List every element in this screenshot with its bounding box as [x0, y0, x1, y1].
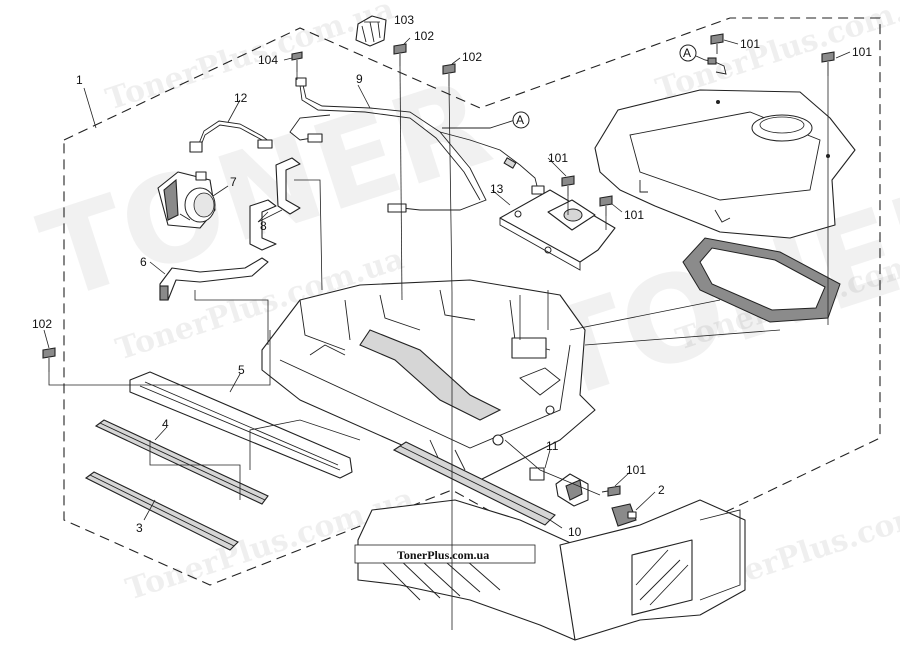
callout-8: 8 [260, 219, 267, 233]
callout-9: 9 [356, 72, 363, 86]
callout-leaders [43, 21, 851, 529]
callout-12: 12 [234, 91, 248, 105]
screw-101-switch [601, 485, 621, 497]
screw-101-board-a [561, 175, 575, 196]
motor-cable [189, 120, 273, 153]
connector-mark-a-harness: A [512, 111, 530, 129]
callout-104: 104 [258, 53, 278, 67]
callout-101: 101 [740, 37, 760, 51]
wire-harness [289, 77, 545, 213]
callout-102: 102 [32, 317, 52, 331]
callout-4: 4 [162, 417, 169, 431]
callout-13: 13 [490, 182, 504, 196]
screw-102-left [42, 347, 56, 372]
bracket-upper [275, 157, 301, 215]
rail-strip-lower [84, 471, 239, 551]
screw-101-top-a [710, 33, 724, 54]
guide-plate [392, 441, 556, 526]
callout-5: 5 [238, 363, 245, 377]
top-cover [594, 89, 856, 239]
callout-101: 101 [852, 45, 872, 59]
screw-101-board-b [599, 195, 613, 216]
callout-2: 2 [658, 483, 665, 497]
callout-101: 101 [548, 151, 568, 165]
ferrite-core [355, 15, 387, 47]
assembly-boundary [63, 17, 881, 586]
connector-mark-a-clip: A [679, 44, 727, 75]
bracket-lower [249, 199, 277, 251]
callout-7: 7 [230, 175, 237, 189]
screw-101-top-b [821, 51, 835, 76]
callout-102: 102 [414, 29, 434, 43]
callout-101: 101 [624, 208, 644, 222]
banner-text: TonerPlus.com.ua [397, 548, 489, 562]
rail-strip-upper [94, 419, 269, 505]
sensor-board [499, 189, 616, 271]
switch-unit [529, 467, 589, 507]
callout-103: 103 [394, 13, 414, 27]
sensor-plate [611, 503, 637, 527]
connector-letter: A [683, 46, 691, 60]
shaft-cover [129, 371, 353, 479]
site-banner: TonerPlus.com.ua [354, 544, 536, 564]
callout-3: 3 [136, 521, 143, 535]
screw-104 [291, 51, 303, 72]
guide-lines [48, 65, 829, 630]
screw-102-mid [442, 63, 456, 86]
motor [157, 171, 216, 229]
callout-10: 10 [568, 525, 582, 539]
main-frame [261, 279, 596, 481]
callout-102: 102 [462, 50, 482, 64]
callout-11: 11 [546, 439, 559, 453]
callout-101: 101 [626, 463, 646, 477]
base-frame [357, 499, 746, 641]
connector-letter: A [516, 113, 524, 127]
callout-6: 6 [140, 255, 147, 269]
screw-102-top [393, 43, 407, 66]
lever [159, 257, 269, 301]
callout-labels: 1 2 3 4 5 6 7 8 9 10 11 12 13 101 101 10… [32, 13, 872, 539]
seal-gasket [682, 237, 841, 323]
callout-1: 1 [76, 73, 83, 87]
